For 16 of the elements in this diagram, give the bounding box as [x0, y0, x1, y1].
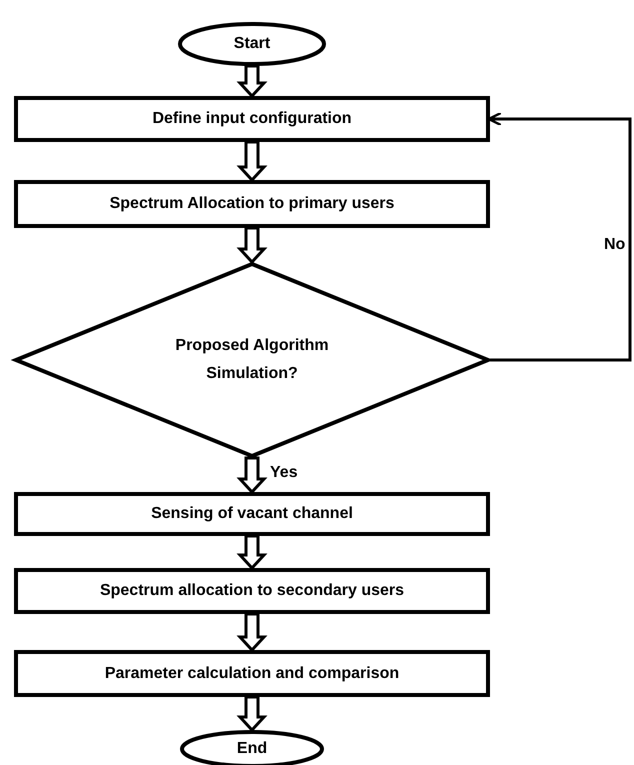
block-arrow: [236, 456, 268, 494]
step-label: Sensing of vacant channel: [151, 505, 353, 523]
step-label: Spectrum Allocation to primary users: [110, 195, 394, 213]
step-label: Define input configuration: [152, 110, 352, 128]
block-arrow: [236, 534, 268, 570]
block-arrow: [236, 64, 268, 98]
step-label: Spectrum allocation to secondary users: [100, 582, 404, 600]
block-arrow: [236, 696, 268, 732]
terminator-label: Start: [234, 35, 270, 53]
block-arrow: [236, 140, 268, 182]
block-arrow: [236, 612, 268, 652]
step-label: Parameter calculation and comparison: [104, 664, 400, 682]
terminator-label: End: [236, 740, 268, 758]
loop-arrow: [488, 112, 632, 362]
decision-label: Proposed Algorithm Simulation?: [174, 336, 330, 384]
block-arrow: [236, 226, 268, 264]
